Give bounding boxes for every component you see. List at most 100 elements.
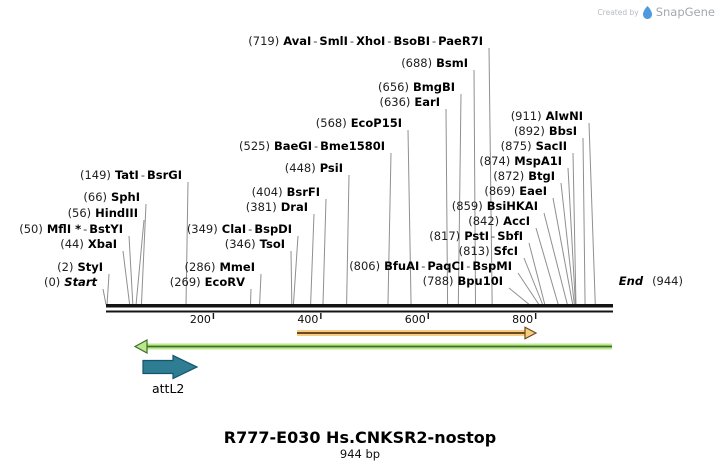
enzyme-site-label: (525)BaeGI-Bme1580I bbox=[239, 139, 385, 153]
site-name: BaeGI bbox=[273, 139, 312, 153]
construct-length: 944 bp bbox=[339, 447, 381, 461]
site-position: (404) bbox=[251, 185, 283, 199]
site-separator: - bbox=[140, 168, 145, 182]
enzyme-site-label: (346)TsoI bbox=[225, 237, 285, 251]
site-name: MspA1I bbox=[514, 154, 562, 168]
site-position: (719) bbox=[248, 34, 280, 48]
site-position: (50) bbox=[19, 222, 43, 236]
site-position: (911) bbox=[510, 109, 542, 123]
connector-line bbox=[249, 288, 252, 305]
attl2-arrow bbox=[142, 354, 199, 380]
site-name: EcoP15I bbox=[350, 116, 402, 130]
snapgene-logo-icon bbox=[642, 5, 652, 19]
ruler-tick bbox=[427, 313, 429, 319]
enzyme-site-label: (719)AvaI-SmlI-XhoI-BsoBI-PaeR7I bbox=[248, 34, 483, 48]
site-separator: - bbox=[314, 139, 319, 153]
site-name: AlwNI bbox=[545, 109, 583, 123]
site-name: AccI bbox=[503, 214, 530, 228]
connector-line bbox=[290, 250, 293, 305]
connector-line bbox=[128, 235, 134, 305]
site-name: BsrFI bbox=[286, 185, 320, 199]
site-separator: - bbox=[313, 34, 318, 48]
map-backbone-line bbox=[106, 304, 613, 308]
site-name: SfcI bbox=[493, 244, 518, 258]
enzyme-site-label: (911)AlwNI bbox=[511, 109, 583, 123]
site-separator: - bbox=[349, 34, 355, 48]
site-name: SbfI bbox=[497, 229, 523, 243]
connector-line bbox=[135, 219, 145, 305]
enzyme-site-label: (149)TatI-BsrGI bbox=[80, 168, 182, 182]
site-name: AvaI bbox=[283, 34, 312, 48]
connector-line bbox=[567, 167, 576, 305]
connector-line bbox=[582, 137, 586, 305]
site-position: (286) bbox=[184, 260, 216, 274]
site-name: BbsI bbox=[548, 124, 577, 138]
ruler-number: 200 bbox=[189, 313, 211, 326]
enzyme-site-label: (50)MflI *-BstYI bbox=[19, 222, 123, 236]
site-name: BmgBI bbox=[412, 80, 455, 94]
site-name: BspDI bbox=[254, 222, 292, 236]
enzyme-site-label: (636)EarI bbox=[379, 95, 440, 109]
connector-line bbox=[572, 152, 577, 305]
site-name: PstI bbox=[464, 229, 490, 243]
site-position: (2) bbox=[57, 260, 74, 274]
connector-line bbox=[322, 198, 327, 305]
site-name: TatI bbox=[114, 168, 139, 182]
enzyme-site-label: (56)HindIII bbox=[68, 206, 138, 220]
connector-line bbox=[552, 197, 574, 305]
site-name: ClaI bbox=[221, 222, 247, 236]
connector-line bbox=[407, 129, 412, 305]
connector-line bbox=[488, 47, 493, 305]
site-position: (688) bbox=[401, 56, 433, 70]
site-name: StyI bbox=[77, 260, 103, 274]
ruler-number: 600 bbox=[404, 313, 426, 326]
connector-line bbox=[185, 181, 189, 305]
site-separator: - bbox=[432, 34, 437, 48]
site-separator: - bbox=[83, 222, 88, 236]
site-position: (56) bbox=[67, 206, 92, 220]
enzyme-site-label: (2)StyI bbox=[57, 260, 103, 274]
site-name: BsrGI bbox=[147, 168, 182, 182]
enzyme-site-label: (269)EcoRV bbox=[170, 275, 245, 289]
connector-line bbox=[310, 213, 315, 305]
ruler-number: 800 bbox=[512, 313, 534, 326]
site-name: XbaI bbox=[87, 237, 117, 251]
site-name: SmlI bbox=[319, 34, 348, 48]
enzyme-site-label: (44)XbaI bbox=[60, 237, 117, 251]
site-name: MflI * bbox=[46, 222, 82, 236]
connector-line bbox=[346, 174, 350, 305]
construct-title: R777-E030 Hs.CNKSR2-nostop bbox=[223, 428, 497, 447]
enzyme-site-label: (66)SphI bbox=[83, 190, 140, 204]
connector-line bbox=[543, 212, 568, 305]
enzyme-site-label: (874)MspA1I bbox=[479, 154, 562, 168]
site-position: (872) bbox=[493, 169, 525, 183]
site-name: BsoBI bbox=[393, 34, 431, 48]
connector-line bbox=[535, 227, 559, 305]
site-name: PsiI bbox=[319, 161, 343, 175]
ruler-tick bbox=[320, 313, 322, 319]
ruler-line bbox=[106, 310, 613, 313]
site-separator: - bbox=[491, 229, 496, 243]
enzyme-site-label: (842)AccI bbox=[468, 214, 530, 228]
connector-line bbox=[387, 152, 392, 305]
enzyme-site-label: (892)BbsI bbox=[514, 124, 577, 138]
site-position: (656) bbox=[378, 80, 409, 94]
site-position: (842) bbox=[468, 214, 500, 228]
site-name: TsoI bbox=[259, 237, 285, 251]
site-name: MmeI bbox=[219, 260, 255, 274]
connector-line bbox=[528, 242, 546, 305]
green-arrowhead-icon bbox=[133, 338, 148, 355]
connector-line bbox=[588, 122, 596, 305]
site-position: (44) bbox=[60, 237, 84, 251]
site-name: HindIII bbox=[95, 206, 138, 220]
enzyme-site-label: (688)BsmI bbox=[401, 56, 468, 70]
site-name: PaqCI bbox=[427, 259, 465, 273]
site-position: (349) bbox=[186, 222, 218, 236]
site-name: EarI bbox=[414, 95, 440, 109]
credit-brand-text: SnapGene bbox=[655, 5, 715, 19]
enzyme-site-label: (875)SacII bbox=[501, 139, 567, 153]
connector-line bbox=[457, 93, 462, 305]
site-name: PaeR7I bbox=[438, 34, 483, 48]
site-position: (944) bbox=[652, 274, 683, 288]
